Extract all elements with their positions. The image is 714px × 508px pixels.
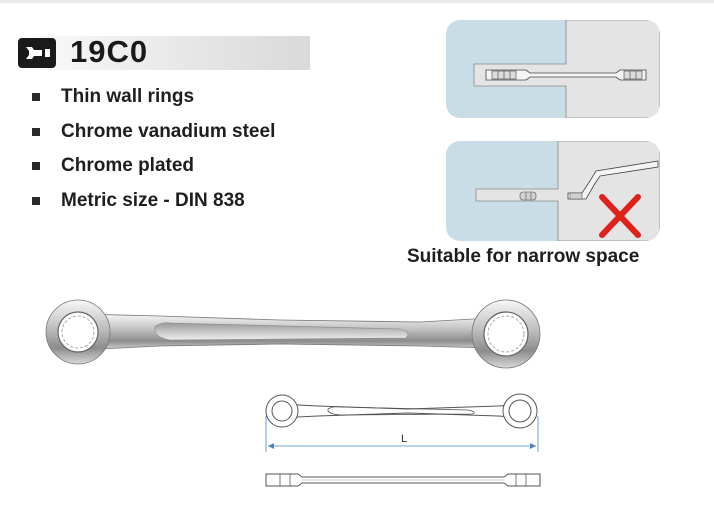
bullet-icon — [32, 162, 40, 170]
technical-drawing-top-view: L — [265, 393, 539, 452]
wrench-product-image — [45, 299, 541, 369]
top-divider — [0, 0, 714, 3]
feature-text: Thin wall rings — [61, 86, 195, 107]
title-bar — [16, 36, 310, 70]
feature-item: Chrome plated — [32, 155, 275, 190]
feature-item: Chrome vanadium steel — [32, 121, 275, 156]
feature-text: Chrome plated — [61, 155, 195, 176]
technical-drawing-side-view — [265, 473, 541, 487]
feature-text: Chrome vanadium steel — [61, 120, 276, 142]
product-code: 19C0 — [70, 34, 149, 69]
red-cross-icon — [599, 194, 641, 238]
illustration-caption: Suitable for narrow space — [407, 246, 640, 267]
feature-list: Thin wall rings Chrome vanadium steel Ch… — [32, 86, 275, 224]
narrow-space-illustration — [446, 20, 660, 118]
feature-text: Metric size - DIN 838 — [61, 189, 245, 211]
length-dimension-label: L — [401, 433, 407, 445]
bullet-icon — [32, 196, 40, 205]
bullet-icon — [32, 127, 40, 136]
offset-wrench-illustration — [446, 141, 660, 241]
wrench-icon — [18, 38, 56, 68]
feature-item: Thin wall rings — [32, 86, 275, 121]
bullet-icon — [32, 93, 40, 101]
feature-item: Metric size - DIN 838 — [32, 190, 275, 225]
